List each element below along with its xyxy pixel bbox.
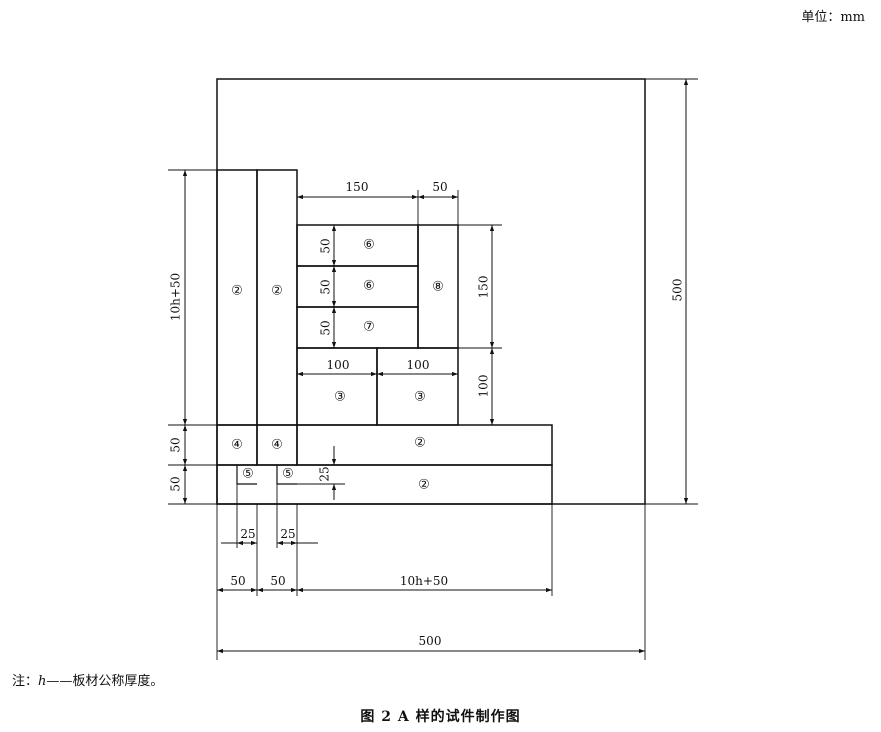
piece-label-5b: ⑤ — [282, 467, 294, 482]
piece-label-6a: ⑥ — [363, 238, 375, 253]
dim-50-top: 50 — [432, 180, 447, 194]
dim-150-top: 150 — [346, 180, 369, 194]
footnote-symbol: h — [38, 674, 47, 689]
dimension-labels: 150 50 50 50 50 150 100 100 100 500 10h+… — [169, 180, 685, 648]
figure-caption: 图 2 A 样的试件制作图 — [360, 709, 521, 725]
dim-50-left-a: 50 — [169, 437, 183, 452]
dim-100-a: 100 — [327, 358, 350, 372]
dim-50-bottom-a: 50 — [230, 574, 245, 588]
piece-label-2-col1: ② — [231, 284, 243, 299]
piece-label-4a: ④ — [231, 438, 243, 453]
piece-label-8: ⑧ — [432, 280, 444, 295]
footnote-prefix: 注： — [12, 674, 39, 689]
dim-500-right: 500 — [671, 279, 685, 302]
piece-label-6b: ⑥ — [363, 279, 375, 294]
dim-25-a: 25 — [240, 527, 255, 541]
dim-10h50-bottom: 10h+50 — [400, 574, 448, 588]
dim-50-row1: 50 — [319, 238, 333, 253]
footnote-text: ——板材公称厚度。 — [46, 674, 164, 689]
piece-label-3b: ③ — [414, 390, 426, 405]
dim-25-vertical: 25 — [318, 466, 332, 481]
dim-10h50-left: 10h+50 — [169, 273, 183, 321]
dim-100-b: 100 — [407, 358, 430, 372]
piece-label-2-row1: ② — [414, 436, 426, 451]
piece-label-3a: ③ — [334, 390, 346, 405]
unit-label: 单位：mm — [801, 10, 865, 25]
piece-7 — [296, 306, 419, 349]
specimen-cutting-diagram: 150 50 50 50 50 150 100 100 100 500 10h+… — [168, 78, 698, 660]
piece-2-row2 — [216, 464, 553, 505]
dim-100-right: 100 — [477, 375, 491, 398]
piece-6-top — [296, 224, 419, 267]
dim-50-row2: 50 — [319, 279, 333, 294]
dim-50-bottom-b: 50 — [270, 574, 285, 588]
dim-150-right: 150 — [477, 276, 491, 299]
footnote: 注：h——板材公称厚度。 — [12, 670, 163, 689]
piece-label-2-row2: ② — [418, 478, 430, 493]
piece-label-4b: ④ — [271, 438, 283, 453]
piece-labels: ② ② ⑥ ⑥ ⑦ ⑧ ③ ③ ④ ④ ② ⑤ ⑤ ② — [231, 238, 444, 493]
plate-outlines — [216, 78, 646, 505]
piece-label-7: ⑦ — [363, 320, 375, 335]
piece-label-5a: ⑤ — [242, 467, 254, 482]
piece-label-2-col2: ② — [271, 284, 283, 299]
dim-25-b: 25 — [280, 527, 295, 541]
extension-lines — [168, 78, 698, 660]
dim-50-left-b: 50 — [169, 476, 183, 491]
dimension-lines — [182, 79, 689, 654]
piece-6-mid — [296, 265, 419, 308]
dim-50-row3: 50 — [319, 320, 333, 335]
dim-500-bottom: 500 — [419, 634, 442, 648]
